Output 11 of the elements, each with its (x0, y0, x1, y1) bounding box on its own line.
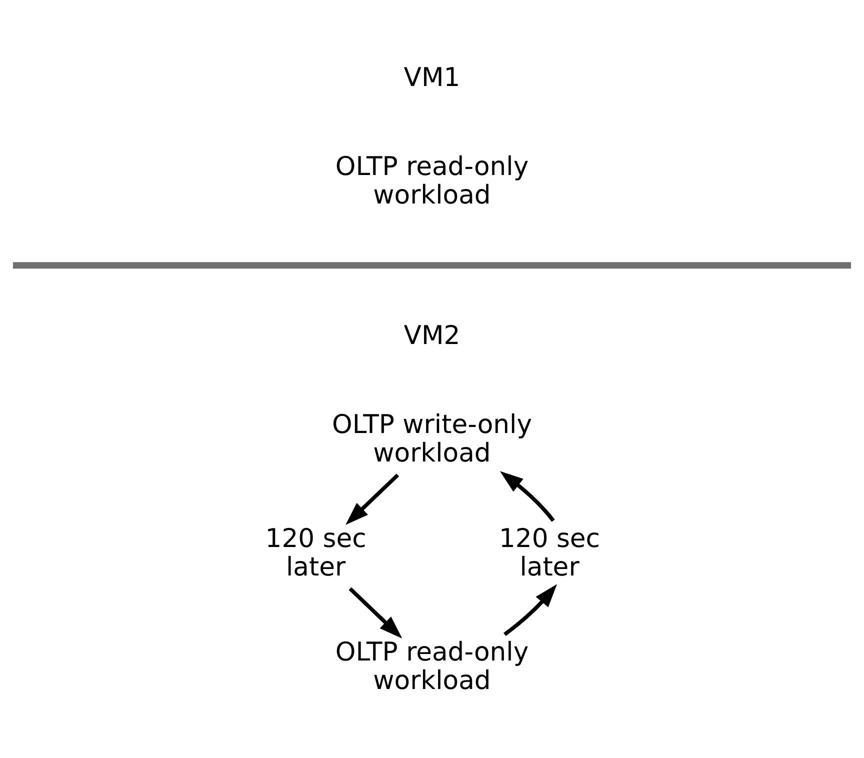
node-text: 120 sec later (265, 524, 366, 582)
label: VM2 (404, 321, 460, 352)
node-text: 120 sec later (499, 524, 600, 582)
node-text: OLTP write-only workload (332, 410, 532, 469)
node-text: OLTP read-only workload (335, 152, 529, 210)
arrow (504, 584, 558, 636)
arrow (346, 474, 400, 525)
node-text: OLTP read-only workload (335, 638, 529, 696)
label: VM1 (404, 62, 460, 93)
arrow (348, 587, 402, 639)
arrow (500, 471, 555, 522)
